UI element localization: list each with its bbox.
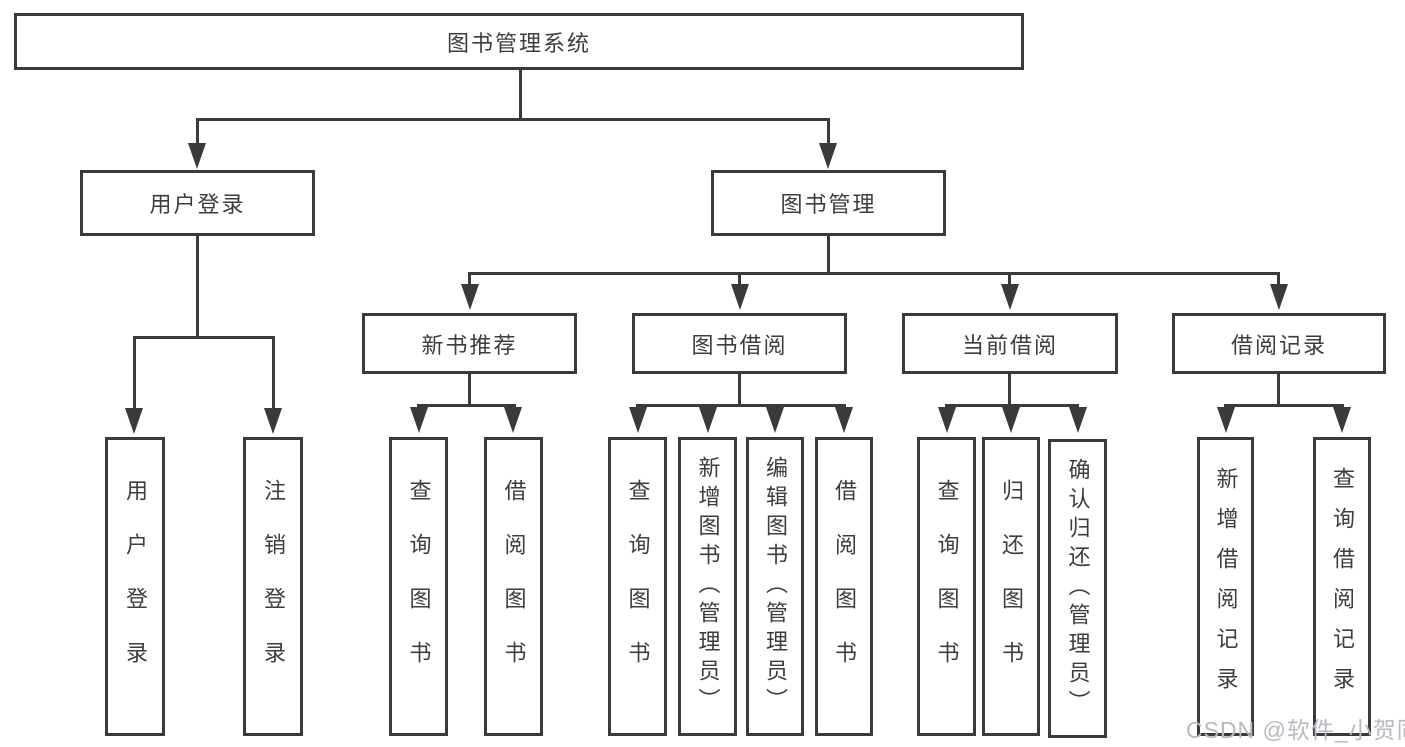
leaf-records-query-record-label: 查询借阅记录 [1330, 466, 1355, 707]
leaf-current-confirm-return-admin: 确认归还（管理员） [1048, 439, 1107, 738]
leaf-borrow-query-books: 查询图书 [608, 437, 667, 736]
arrow-down-icon [1001, 284, 1019, 310]
arrow-down-icon [699, 407, 717, 433]
leaf-borrow-add-books-admin: 新增图书（管理员） [678, 437, 737, 736]
leaf-newbooks-borrow-books: 借阅图书 [484, 437, 543, 736]
connector-root-left-drop [196, 120, 199, 148]
arrow-down-icon [461, 284, 479, 310]
node-book-management: 图书管理 [711, 170, 946, 236]
leaf-current-query-books: 查询图书 [917, 437, 976, 736]
connector-records-stub [1277, 374, 1280, 406]
connector-login-stub [196, 236, 199, 338]
connector-borrow-stub [738, 374, 741, 406]
arrow-down-icon [938, 407, 956, 433]
node-borrow-records-label: 借阅记录 [1230, 332, 1327, 358]
connector-mgmt-drop-2 [738, 274, 741, 284]
arrow-down-icon [1069, 407, 1087, 433]
node-user-login-label: 用户登录 [149, 192, 246, 217]
leaf-user-login-label: 用户登录 [123, 478, 148, 695]
leaf-records-add-record-label: 新增借阅记录 [1213, 466, 1239, 707]
arrow-down-icon [188, 143, 206, 169]
leaf-borrow-borrow-books: 借阅图书 [815, 437, 873, 736]
node-book-borrow: 图书借阅 [632, 313, 847, 374]
node-user-login: 用户登录 [80, 170, 315, 236]
node-book-borrow-label: 图书借阅 [691, 332, 788, 358]
node-borrow-records: 借阅记录 [1172, 313, 1386, 374]
leaf-records-add-record: 新增借阅记录 [1197, 437, 1254, 736]
leaf-newbooks-borrow-books-label: 借阅图书 [501, 478, 527, 695]
connector-newbooks-bar [417, 404, 516, 407]
arrow-down-icon [731, 284, 749, 310]
leaf-logout-label: 注销登录 [261, 478, 286, 695]
arrow-down-icon [125, 408, 143, 434]
connector-root-right-drop [827, 120, 830, 148]
connector-login-bar [133, 336, 275, 339]
leaf-borrow-add-books-admin-label: 新增图书（管理员） [695, 456, 721, 717]
leaf-logout: 注销登录 [243, 437, 303, 736]
leaf-current-return-books: 归还图书 [982, 437, 1040, 736]
node-new-book-recommend-label: 新书推荐 [421, 332, 518, 358]
leaf-user-login: 用户登录 [105, 437, 165, 736]
node-current-borrow-label: 当前借阅 [961, 332, 1058, 358]
leaf-current-confirm-return-admin-label: 确认归还（管理员） [1065, 458, 1091, 719]
arrow-down-icon [1002, 407, 1020, 433]
connector-borrow-bar [636, 404, 846, 407]
connector-records-bar [1224, 404, 1344, 407]
connector-mgmt-drop-1 [468, 274, 471, 284]
arrow-down-icon [1217, 407, 1235, 433]
leaf-borrow-borrow-books-label: 借阅图书 [832, 478, 857, 695]
connector-login-right-drop [272, 338, 275, 408]
arrow-down-icon [264, 408, 282, 434]
connector-mgmt-drop-4 [1277, 274, 1280, 284]
arrow-down-icon [766, 407, 784, 433]
arrow-down-icon [629, 407, 647, 433]
arrow-down-icon [1270, 284, 1288, 310]
node-root: 图书管理系统 [14, 13, 1024, 70]
connector-login-left-drop [133, 338, 136, 408]
connector-current-bar [945, 404, 1079, 407]
arrow-down-icon [410, 407, 428, 433]
connector-root-bar [196, 118, 830, 121]
node-book-management-label: 图书管理 [780, 192, 877, 217]
node-new-book-recommend: 新书推荐 [362, 313, 577, 374]
node-root-label: 图书管理系统 [446, 30, 591, 56]
arrow-down-icon [504, 407, 522, 433]
arrow-down-icon [819, 143, 837, 169]
leaf-newbooks-query-books-label: 查询图书 [406, 478, 432, 695]
leaf-borrow-edit-books-admin: 编辑图书（管理员） [746, 437, 804, 736]
connector-mgmt-bar [468, 272, 1280, 275]
leaf-current-query-books-label: 查询图书 [934, 478, 960, 695]
node-current-borrow: 当前借阅 [902, 313, 1118, 374]
arrow-down-icon [835, 407, 853, 433]
connector-mgmt-stub [827, 236, 830, 274]
connector-root-stub [519, 70, 522, 120]
leaf-borrow-edit-books-admin-label: 编辑图书（管理员） [763, 456, 788, 717]
leaf-records-query-record: 查询借阅记录 [1313, 437, 1371, 736]
leaf-borrow-query-books-label: 查询图书 [625, 478, 651, 695]
arrow-down-icon [1333, 407, 1351, 433]
leaf-current-return-books-label: 归还图书 [999, 478, 1024, 695]
connector-mgmt-drop-3 [1008, 274, 1011, 284]
connector-newbooks-stub [468, 374, 471, 406]
connector-current-stub [1008, 374, 1011, 406]
csdn-watermark: CSDN @软件_小贺同学 [1186, 717, 1405, 743]
leaf-newbooks-query-books: 查询图书 [389, 437, 448, 736]
